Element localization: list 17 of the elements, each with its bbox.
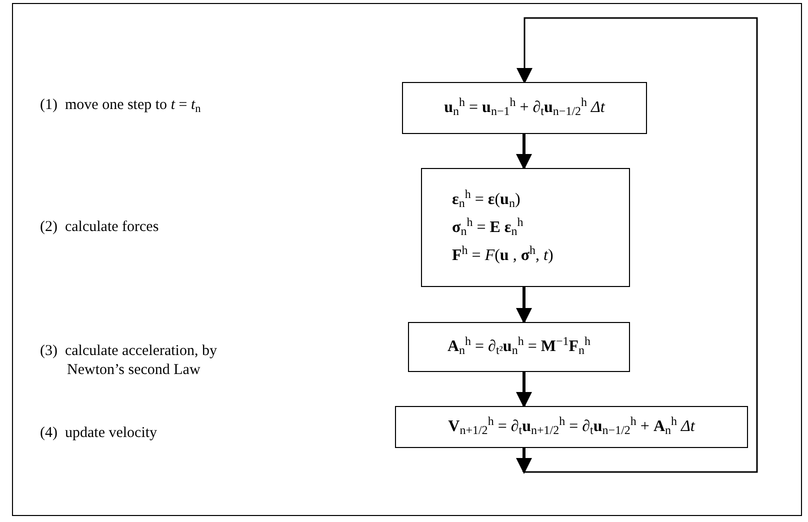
step-label: (4) update velocity (40, 424, 158, 443)
arrow (516, 448, 532, 474)
formula-text: u$_{n}$$^{h}$ = u$_{n−1}$$^{h}$ + ∂$_{t}$u$_{n−1/2}$$^{h}$ Δt (444, 97, 605, 119)
arrow (516, 134, 532, 170)
step-label: (2) calculate forces (40, 218, 160, 237)
arrow (516, 17, 758, 473)
formula-box (408, 322, 630, 372)
step-label: (3) calculate acceleration, by Newton’s second Law (40, 342, 218, 380)
formula-box (395, 406, 748, 448)
formula-box (421, 168, 630, 287)
formula-text: V$_{n+1/2}$$^{h}$ = ∂$_{t}$u$_{n+1/2}$$^{h}$ = ∂$_{t}$u$_{n−1/2}$$^{h}$ + A$_{n}$$^{h}$ Δt (448, 416, 695, 438)
step-label: (1) move one step to t = t$_{n}$ (40, 96, 202, 115)
formula-text: F$^{h}$ = F(u , σ$^{h}$, t) (452, 244, 554, 266)
arrow (516, 372, 532, 408)
arrow (516, 287, 532, 324)
formula-text: ε$_{n}$$^{h}$ = ε(u$_{n}$) (452, 188, 520, 210)
formula-box (402, 82, 647, 134)
